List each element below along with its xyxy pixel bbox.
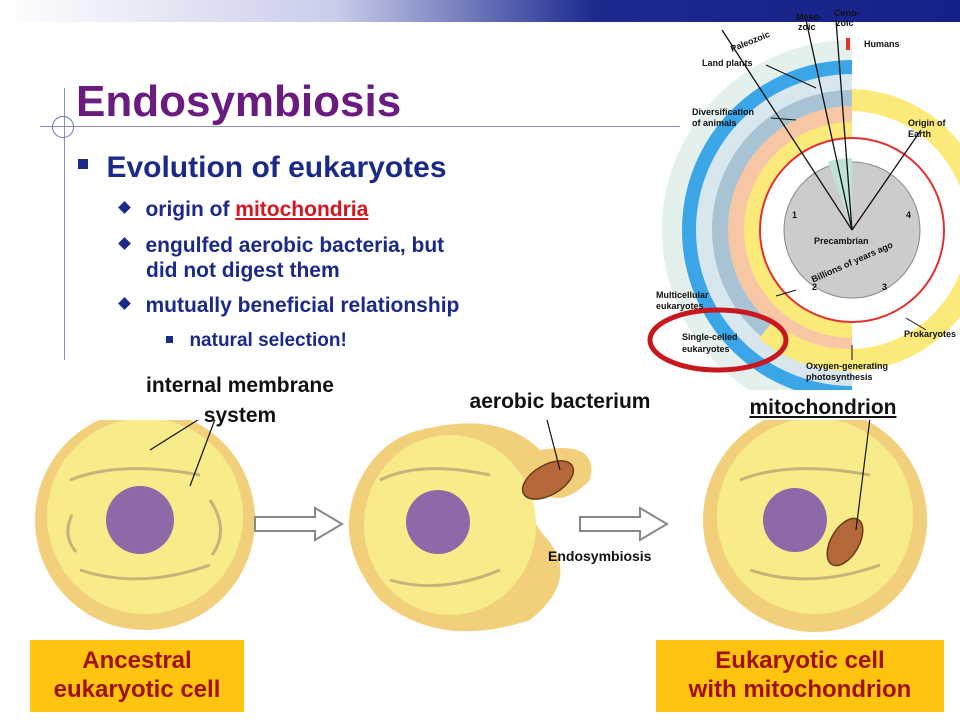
endosymbiosis-diagram (35, 420, 927, 632)
single-celled-highlight (647, 307, 789, 373)
sub-bullet-1: origin of mitochondria (118, 198, 369, 222)
ancestral-line-1: Ancestral (82, 647, 192, 674)
sub-bullet-3-text: mutually beneficial relationship (145, 294, 460, 317)
era-paleozoic: Paleozoic (729, 29, 771, 54)
label-internal-membrane-1: internal membrane (146, 374, 334, 397)
engulfing-cell (348, 423, 592, 632)
label-origin-2: Earth (908, 129, 931, 139)
tick-1: 1 (792, 210, 797, 220)
animals-pointer (770, 117, 797, 121)
era-meso-2: zoic (798, 22, 816, 32)
bacterium-pointer (546, 420, 561, 471)
ancestral-line-2: eukaryotic cell (53, 676, 221, 703)
bullet-main-text: Evolution of eukaryotes (106, 151, 447, 184)
nucleus (763, 488, 827, 552)
side-rule (64, 88, 65, 360)
label-prokaryotes: Prokaryotes (904, 329, 956, 339)
diamond-bullet-icon (118, 237, 131, 250)
eukaryotic-line-2: with mitochondrion (688, 676, 912, 703)
arrow-right-icon (579, 506, 669, 542)
crosshair-ornament (52, 116, 74, 138)
aerobic-bacterium-shape (521, 460, 575, 500)
diamond-bullet-icon (118, 297, 131, 310)
ancestral-cell-label: Ancestral eukaryotic cell (30, 640, 244, 712)
arrow-right-icon (254, 506, 344, 542)
sub-bullet-2-line2: did not digest them (146, 259, 340, 282)
square-bullet-icon (78, 159, 88, 169)
sub-sub-bullet-text: natural selection! (189, 330, 347, 351)
era-ceno-1: Ceno- (834, 8, 860, 18)
paleozoic-pointer (721, 29, 853, 231)
label-origin-1: Origin of (908, 118, 946, 128)
tick-4: 4 (906, 210, 911, 220)
mitochondrion-shape (826, 517, 864, 567)
label-multicellular-2: eukaryotes (656, 301, 704, 311)
prokaryote-arc (758, 89, 960, 371)
geologic-clock-figure: Paleozoic Meso- zoic Ceno- zoic Humans L… (647, 8, 960, 390)
label-diversification-1: Diversification (692, 107, 754, 117)
phanerozoic-wedge (828, 157, 852, 230)
label-single-celled-1: Single-celled (682, 332, 738, 342)
ancestral-cell (35, 420, 255, 630)
eukaryotic-cell (703, 420, 927, 632)
label-single-celled-2: eukaryotes (682, 344, 730, 354)
label-land-plants: Land plants (702, 58, 753, 68)
label-internal-membrane-2: system (203, 404, 277, 427)
top-banner (0, 0, 960, 22)
label-aerobic-bacterium: aerobic bacterium (469, 390, 651, 413)
mitochondria-link[interactable]: mitochondria (235, 198, 369, 221)
land-plants-pointer (765, 64, 817, 89)
sub-bullet-2-line1: engulfed aerobic bacteria, but (145, 234, 445, 257)
era-ceno-2: zoic (836, 18, 854, 28)
mitochondrion-pointer (855, 420, 871, 531)
label-oxygen-2: photosynthesis (806, 372, 873, 382)
label-endosymbiosis: Endosymbiosis (548, 548, 652, 564)
label-humans: Humans (864, 39, 900, 49)
humans-marker (846, 38, 850, 50)
slide-title: Endosymbiosis (76, 77, 402, 126)
nucleus (406, 490, 470, 554)
membrane-pointer (189, 420, 216, 487)
prokaryotes-pointer (905, 317, 927, 331)
membrane-pointer (149, 420, 199, 451)
multicellular-pointer (775, 289, 797, 297)
diamond-bullet-icon (118, 201, 131, 214)
label-oxygen-1: Oxygen-generating (806, 361, 888, 371)
label-mitochondrion: mitochondrion (749, 396, 897, 419)
sub-bullet-3: mutually beneficial relationship (118, 294, 460, 318)
small-square-bullet-icon (166, 336, 173, 343)
eukaryotic-cell-label: Eukaryotic cell with mitochondrion (656, 640, 944, 712)
sub-sub-bullet: natural selection! (166, 330, 347, 352)
era-meso-1: Meso- (796, 12, 822, 22)
tick-3: 3 (882, 282, 887, 292)
mesozoic-pointer (805, 19, 853, 231)
label-precambrian: Precambrian (814, 236, 869, 246)
tick-2: 2 (812, 282, 817, 292)
label-diversification-2: of animals (692, 118, 737, 128)
sub-bullet-1-prefix: origin of (145, 198, 236, 221)
bullet-main: Evolution of eukaryotes (78, 151, 447, 185)
sub-bullet-2: engulfed aerobic bacteria, but (118, 234, 445, 258)
eukaryotic-line-1: Eukaryotic cell (715, 647, 885, 674)
nucleus (106, 486, 174, 554)
cenozoic-pointer (835, 19, 853, 231)
title-rule (40, 126, 680, 127)
label-multicellular-1: Multicellular (656, 290, 709, 300)
origin-pointer (851, 129, 922, 231)
